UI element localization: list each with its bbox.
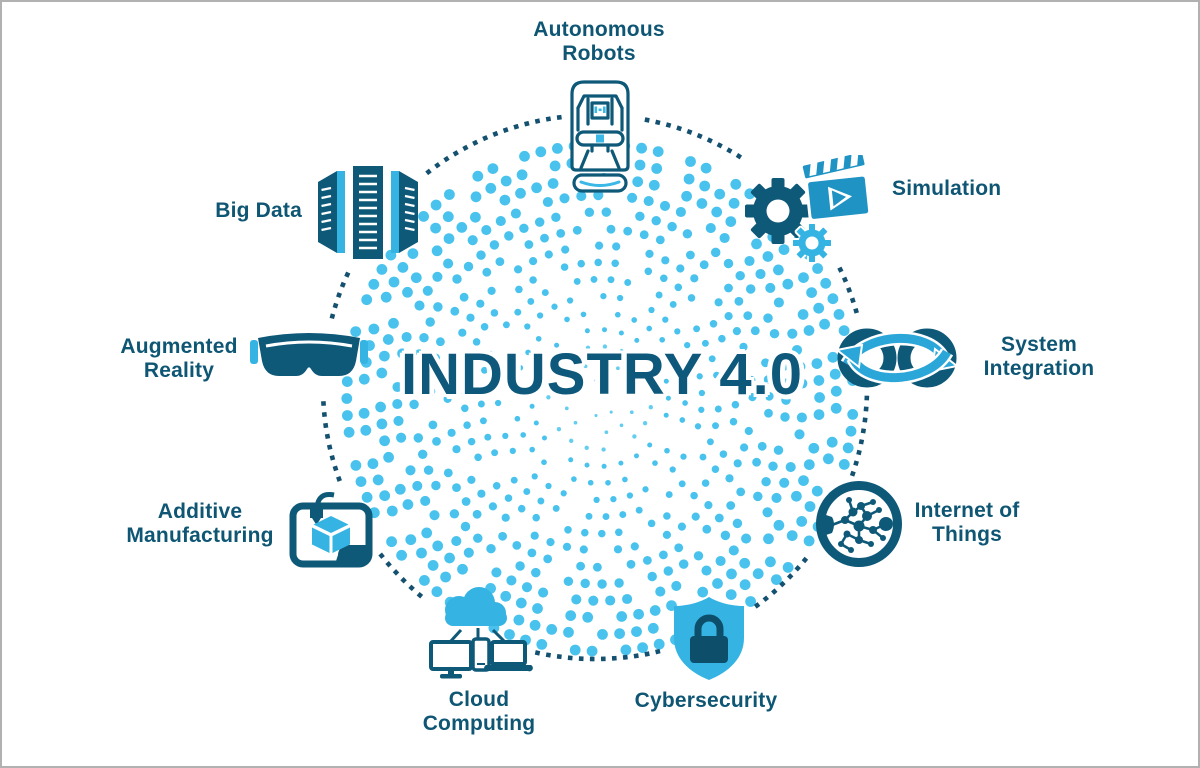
shield-lock-icon — [674, 597, 744, 680]
node-big-data — [315, 160, 423, 264]
node-cloud-computing — [425, 580, 533, 682]
additive-manufacturing-label: Additive Manufacturing — [126, 500, 274, 547]
cloud-devices-icon — [429, 587, 533, 679]
autonomous-car-icon — [570, 80, 630, 193]
autonomous-robots-label: Autonomous Robots — [533, 18, 665, 65]
globe-network-icon — [816, 481, 902, 567]
server-stack-icon — [318, 166, 418, 259]
chain-links-arrows-icon — [835, 328, 959, 388]
cloud-computing-label: Cloud Computing — [422, 688, 536, 735]
gears-clapperboard-icon — [745, 155, 872, 264]
node-augmented-reality — [250, 325, 368, 393]
node-autonomous-robots — [564, 78, 636, 194]
augmented-reality-label: Augmented Reality — [120, 335, 238, 382]
simulation-label: Simulation — [892, 177, 1002, 200]
printer-3d-icon — [289, 492, 373, 568]
system-integration-label: System Integration — [983, 333, 1095, 380]
page-title: INDUSTRY 4.0 — [401, 342, 803, 407]
internet-of-things-label: Internet of Things — [914, 499, 1020, 546]
node-internet-of-things — [815, 480, 903, 568]
node-cybersecurity — [670, 595, 748, 683]
ar-headset-icon — [250, 333, 368, 376]
node-system-integration — [835, 324, 959, 392]
big-data-label: Big Data — [215, 199, 302, 222]
cybersecurity-label: Cybersecurity — [634, 689, 778, 712]
node-simulation — [744, 155, 872, 265]
node-additive-manufacturing — [288, 485, 374, 569]
